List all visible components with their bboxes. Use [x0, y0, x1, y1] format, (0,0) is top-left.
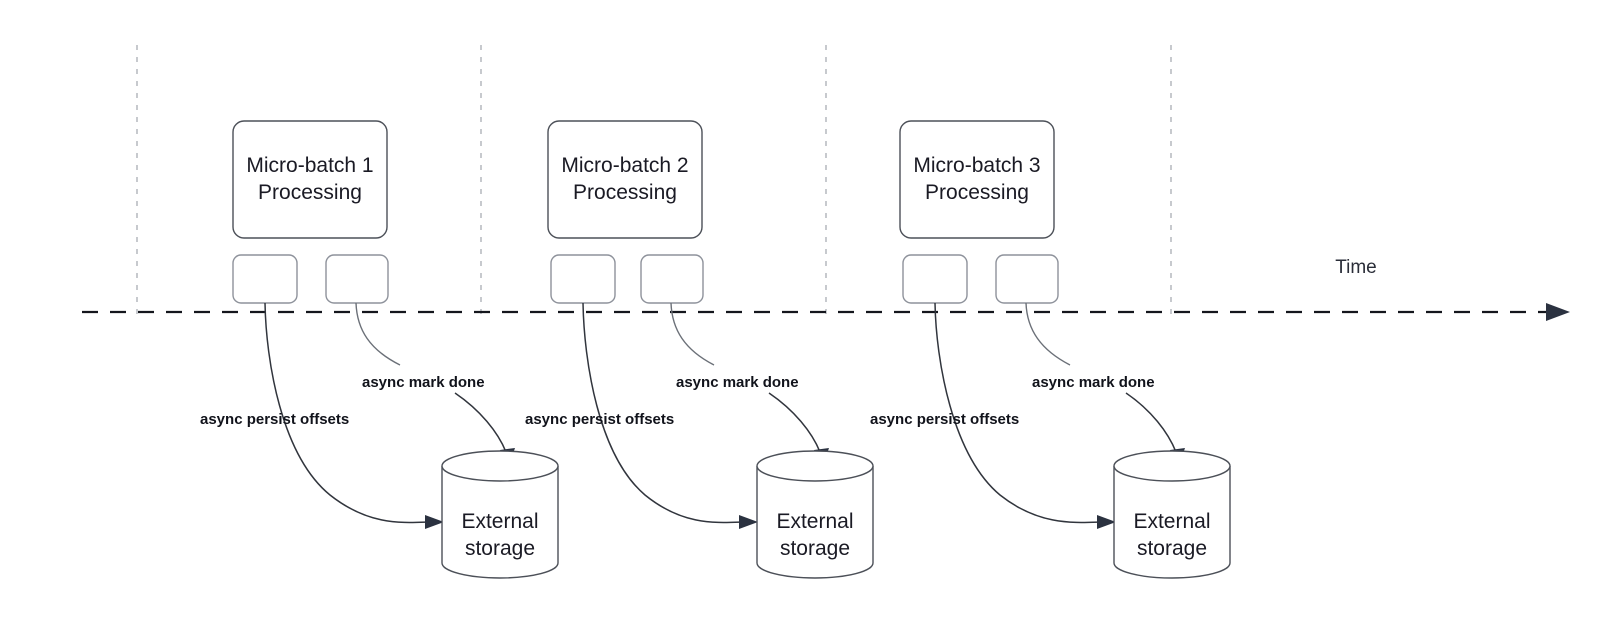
external-storage-1-label-line2: storage — [465, 537, 535, 560]
timeline-dividers — [136, 45, 1172, 316]
edge-mark-done-3-upper — [1025, 302, 1071, 366]
edge-persist-offsets-1 — [264, 302, 429, 524]
edge-label-mark-done-1: async mark done — [362, 374, 485, 391]
edge-persist-offsets-1-arrowhead-icon — [425, 515, 444, 529]
micro-batch-1-label-line2: Processing — [258, 181, 362, 204]
edge-label-mark-done-2: async mark done — [676, 374, 799, 391]
external-storage-2-body — [756, 466, 874, 579]
micro-batch-group-3: Micro-batch 3 Processing async persist o… — [870, 120, 1231, 579]
edge-persist-offsets-3-arrowhead-icon — [1097, 515, 1116, 529]
external-storage-2-label-line2: storage — [780, 537, 850, 560]
external-storage-2[interactable]: External storage — [756, 450, 874, 579]
edge-mark-done-2-upper — [670, 302, 715, 366]
time-axis-label: Time — [1335, 257, 1377, 278]
micro-batch-1-task-box-mark[interactable] — [325, 254, 389, 304]
edge-mark-done-1-upper — [355, 302, 401, 366]
time-axis: Time — [82, 257, 1570, 321]
edge-persist-offsets-3 — [934, 302, 1101, 524]
external-storage-1-label-line1: External — [461, 510, 538, 533]
micro-batch-3-label-line1: Micro-batch 3 — [913, 154, 1040, 177]
edge-label-persist-offsets-2: async persist offsets — [525, 411, 674, 428]
edge-label-persist-offsets-3: async persist offsets — [870, 411, 1019, 428]
micro-batch-1-task-box-persist[interactable] — [232, 254, 298, 304]
micro-batch-3-label-line2: Processing — [925, 181, 1029, 204]
external-storage-1-body — [441, 466, 559, 579]
micro-batch-3-task-box-mark[interactable] — [995, 254, 1059, 304]
micro-batch-1-label-line1: Micro-batch 1 — [246, 154, 373, 177]
micro-batch-group-1: Micro-batch 1 Processing async persist o… — [200, 120, 559, 579]
external-storage-3-top — [1113, 450, 1231, 482]
external-storage-3-body — [1113, 466, 1231, 579]
micro-batch-3-task-box-persist[interactable] — [902, 254, 968, 304]
micro-batch-1-box[interactable] — [232, 120, 388, 239]
external-storage-3[interactable]: External storage — [1113, 450, 1231, 579]
timeline-arrowhead-icon — [1546, 303, 1570, 321]
micro-batch-2-label-line2: Processing — [573, 181, 677, 204]
edge-mark-done-3-lower — [1125, 392, 1177, 453]
micro-batch-2-box[interactable] — [547, 120, 703, 239]
external-storage-1-top — [441, 450, 559, 482]
external-storage-3-label-line1: External — [1133, 510, 1210, 533]
external-storage-2-label-line1: External — [776, 510, 853, 533]
micro-batch-2-task-box-mark[interactable] — [640, 254, 704, 304]
external-storage-1[interactable]: External storage — [441, 450, 559, 579]
micro-batch-2-task-box-persist[interactable] — [550, 254, 616, 304]
edge-label-persist-offsets-1: async persist offsets — [200, 411, 349, 428]
edge-label-mark-done-3: async mark done — [1032, 374, 1155, 391]
edge-mark-done-2-lower — [768, 392, 821, 453]
micro-batch-2-label-line1: Micro-batch 2 — [561, 154, 688, 177]
micro-batch-3-box[interactable] — [899, 120, 1055, 239]
external-storage-3-label-line2: storage — [1137, 537, 1207, 560]
edge-persist-offsets-2-arrowhead-icon — [739, 515, 758, 529]
edge-mark-done-1-lower — [454, 392, 507, 453]
micro-batch-group-2: Micro-batch 2 Processing async persist o… — [525, 120, 874, 579]
external-storage-2-top — [756, 450, 874, 482]
edge-persist-offsets-2 — [582, 302, 743, 524]
